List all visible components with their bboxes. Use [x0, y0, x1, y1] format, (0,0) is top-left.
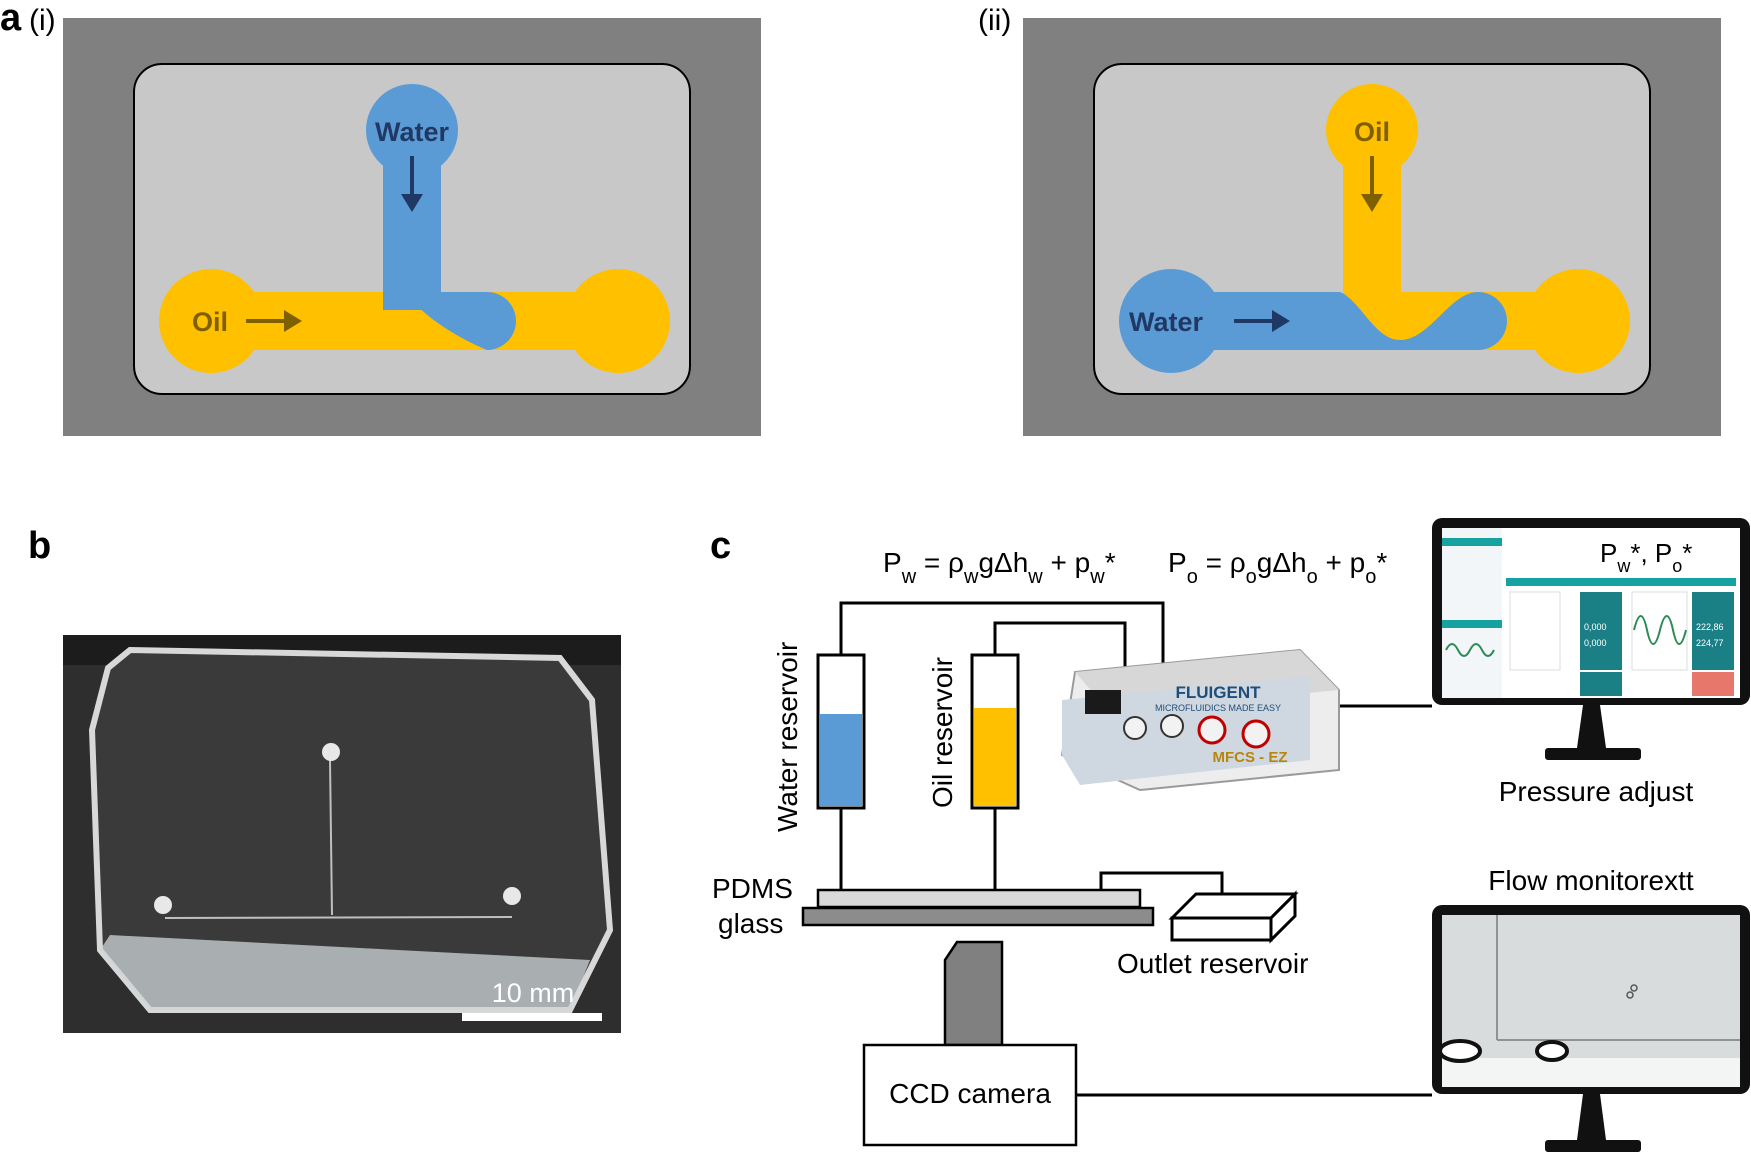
top-inlet-label: Water	[375, 117, 450, 147]
pdms-layer	[816, 888, 1142, 909]
screen-value-1: 0,000	[1584, 622, 1607, 632]
tubing	[839, 601, 1432, 1097]
panel-a-i: Water Oil	[63, 18, 761, 436]
subpanel-label-i: (i)	[29, 4, 56, 37]
left-inlet-label: Oil	[192, 307, 228, 337]
oil-pressure-equation: Po = ρogΔho + po*	[1168, 547, 1387, 588]
objective-lens	[943, 940, 1004, 1047]
oil-arrow-icon	[284, 310, 302, 332]
oil-arrow-icon	[1361, 194, 1383, 212]
ccd-camera-box	[862, 1043, 1078, 1147]
pressure-controller: FLUIGENT MICROFLUIDICS MADE EASY MFCS - …	[1060, 648, 1340, 792]
panel-letter-c: c	[710, 525, 731, 567]
panel-a-ii: Oil Water	[1023, 18, 1721, 436]
glass-layer	[801, 906, 1155, 927]
outlet-reservoir-label: Outlet reservoir	[1117, 948, 1308, 979]
scale-bar-label: 10 mm	[492, 978, 575, 1008]
device-tagline: MICROFLUIDICS MADE EASY	[1155, 703, 1281, 713]
water-arrow-icon	[1272, 310, 1290, 332]
monitor-stand	[1577, 705, 1606, 748]
screen-value-2: 0,000	[1584, 638, 1607, 648]
flow-monitor-label: Flow monitorextt	[1488, 865, 1694, 896]
pressure-wave	[1633, 615, 1687, 645]
device-brand: FLUIGENT	[1176, 683, 1262, 702]
scale-bar	[462, 1013, 602, 1021]
water-channel	[366, 84, 516, 350]
outlet-reservoir	[1168, 890, 1299, 944]
screen-value-3: 222,86	[1696, 622, 1724, 632]
screen-toolbar	[1506, 578, 1736, 586]
water-arrow-icon	[401, 194, 423, 212]
horizontal-channel	[164, 916, 513, 919]
controller-knob-3	[1197, 715, 1227, 745]
monitor-base	[1545, 748, 1641, 760]
monitor-stand	[1577, 1094, 1606, 1140]
screen-value-4: 224,77	[1696, 638, 1724, 648]
flow-monitor	[1432, 905, 1750, 1152]
pressure-monitor: 0,000 0,000 222,86 224,77 Pw*, Po*	[1432, 518, 1750, 760]
subpanel-label-ii: (ii)	[978, 4, 1011, 37]
controller-knob-1	[1123, 716, 1147, 740]
panel-letter-b: b	[28, 525, 51, 567]
outlet-port-right	[503, 887, 521, 905]
water-channel	[1119, 269, 1507, 373]
pdms-label: PDMS	[712, 873, 793, 904]
oil-reservoir-label: Oil reservoir	[927, 657, 958, 808]
outlet-tube	[1099, 871, 1224, 900]
monitor-pressure-title: Pw*, Po*	[1600, 538, 1692, 576]
inlet-port-left	[154, 896, 172, 914]
controller-knob-4	[1241, 719, 1271, 749]
left-inlet-label: Water	[1129, 307, 1204, 337]
device-model: MFCS - EZ	[1213, 749, 1288, 766]
droplet-2	[1535, 1040, 1569, 1062]
water-tube	[839, 601, 1165, 705]
controller-display	[1085, 690, 1121, 714]
water-reservoir-label: Water reservoir	[772, 642, 803, 832]
glass-label: glass	[718, 908, 783, 939]
top-inlet-label: Oil	[1354, 117, 1390, 147]
panel-letter-a: a	[0, 0, 22, 39]
device-photo: 10 mm	[63, 635, 621, 1033]
ccd-camera-label: CCD camera	[889, 1078, 1051, 1109]
inlet-port-top	[322, 743, 340, 761]
water-pressure-equation: Pw = ρwgΔhw + pw*	[883, 547, 1116, 588]
block-front-face	[100, 935, 590, 1010]
oil-channel	[1326, 84, 1630, 373]
screen-sidebar	[1442, 528, 1502, 698]
droplet-1	[1438, 1039, 1482, 1063]
monitor-base	[1545, 1140, 1641, 1152]
sidebar-wave	[1445, 643, 1495, 657]
vertical-channel	[329, 759, 333, 916]
water-reservoir	[816, 653, 866, 810]
pressure-adjust-label: Pressure adjust	[1499, 776, 1694, 807]
controller-knob-2	[1160, 714, 1184, 738]
oil-reservoir	[970, 653, 1020, 810]
oil-tube	[993, 621, 1127, 705]
